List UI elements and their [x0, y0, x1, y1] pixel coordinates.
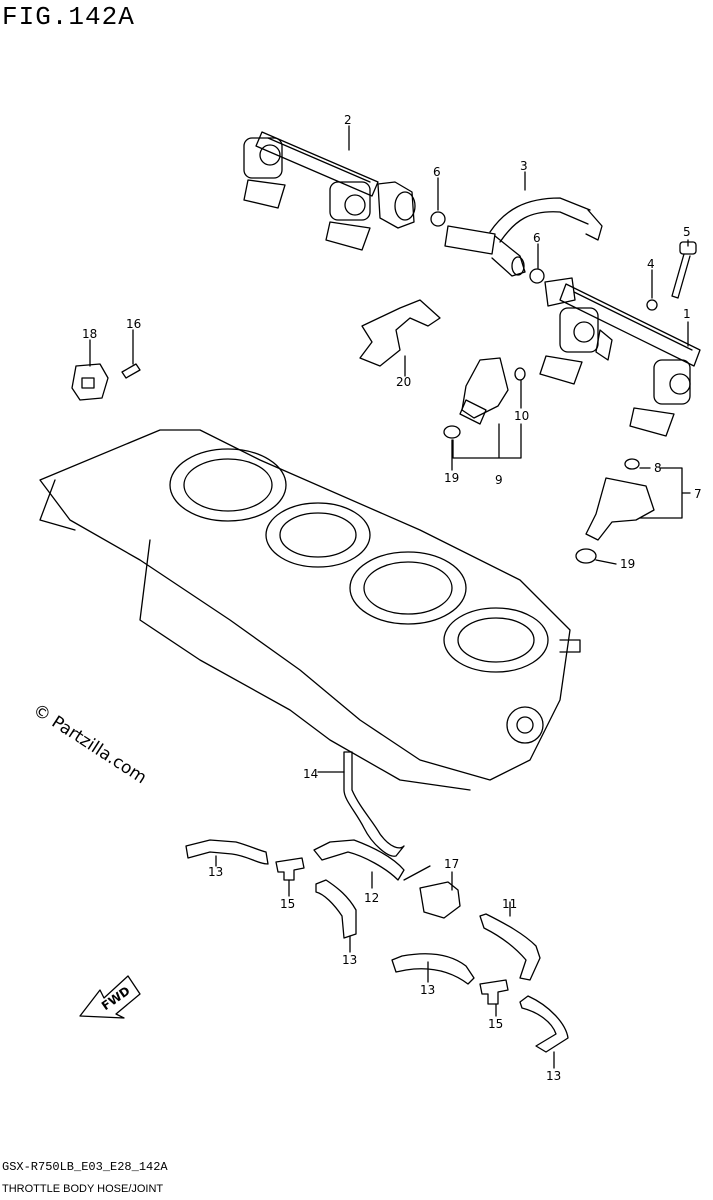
- hose-joint: [479, 979, 509, 1005]
- o-ring: [529, 268, 545, 284]
- clip: [359, 299, 441, 367]
- fuel-rail-lower: [539, 277, 701, 437]
- sensor: [71, 363, 109, 401]
- hose-joint: [419, 881, 461, 919]
- o-ring: [430, 211, 446, 227]
- fuel-injector-lower: [585, 458, 655, 541]
- callout: 13: [342, 953, 357, 967]
- vacuum-hose: [185, 839, 269, 865]
- vacuum-hose: [391, 953, 475, 985]
- callout: 17: [444, 857, 459, 871]
- throttle-body-assembly: [39, 429, 581, 791]
- fuel-injector-upper: [459, 357, 526, 425]
- callout: 14: [303, 767, 318, 781]
- callout: 8: [654, 461, 662, 475]
- hose-joint: [275, 857, 305, 881]
- vacuum-hose: [313, 839, 405, 881]
- callout: 20: [396, 375, 411, 389]
- bolt: [671, 241, 697, 299]
- forward-arrow: [79, 975, 141, 1019]
- injector-cushion: [575, 548, 597, 564]
- callout: 6: [533, 231, 541, 245]
- callout: 6: [433, 165, 441, 179]
- callout: 9: [495, 473, 503, 487]
- injector-cushion: [443, 425, 461, 439]
- callout: 13: [420, 983, 435, 997]
- callout: 19: [620, 557, 635, 571]
- callout: 13: [208, 865, 223, 879]
- vacuum-hose: [479, 913, 541, 981]
- vacuum-hose: [519, 995, 569, 1053]
- figure-title: FIG.142A: [2, 2, 135, 32]
- callout: 12: [364, 891, 379, 905]
- footer-section-name: THROTTLE BODY HOSE/JOINT: [2, 1183, 164, 1195]
- callout: 4: [647, 257, 655, 271]
- callout: 7: [694, 487, 702, 501]
- callout: 11: [502, 897, 517, 911]
- screw: [121, 363, 141, 379]
- vacuum-hose: [315, 879, 357, 939]
- callout: 13: [546, 1069, 561, 1083]
- callout: 10: [514, 409, 529, 423]
- fuel-hose-connector: [444, 197, 603, 277]
- callout-labels: 2 3 6 6 4 5 1 18 16 20 10 9 19 8 7 19 14…: [82, 113, 702, 1083]
- callout: 19: [444, 471, 459, 485]
- callout: 15: [488, 1017, 503, 1031]
- washer: [646, 299, 658, 311]
- fuel-rail-upper: [243, 131, 416, 251]
- callout: 15: [280, 897, 295, 911]
- callout: 16: [126, 317, 141, 331]
- callout: 18: [82, 327, 97, 341]
- callout: 2: [344, 113, 352, 127]
- callout: 5: [683, 225, 691, 239]
- callout: 3: [520, 159, 528, 173]
- vacuum-hose: [343, 751, 405, 857]
- callout: 1: [683, 307, 691, 321]
- footer-model-code: GSX-R750LB_E03_E28_142A: [2, 1160, 168, 1174]
